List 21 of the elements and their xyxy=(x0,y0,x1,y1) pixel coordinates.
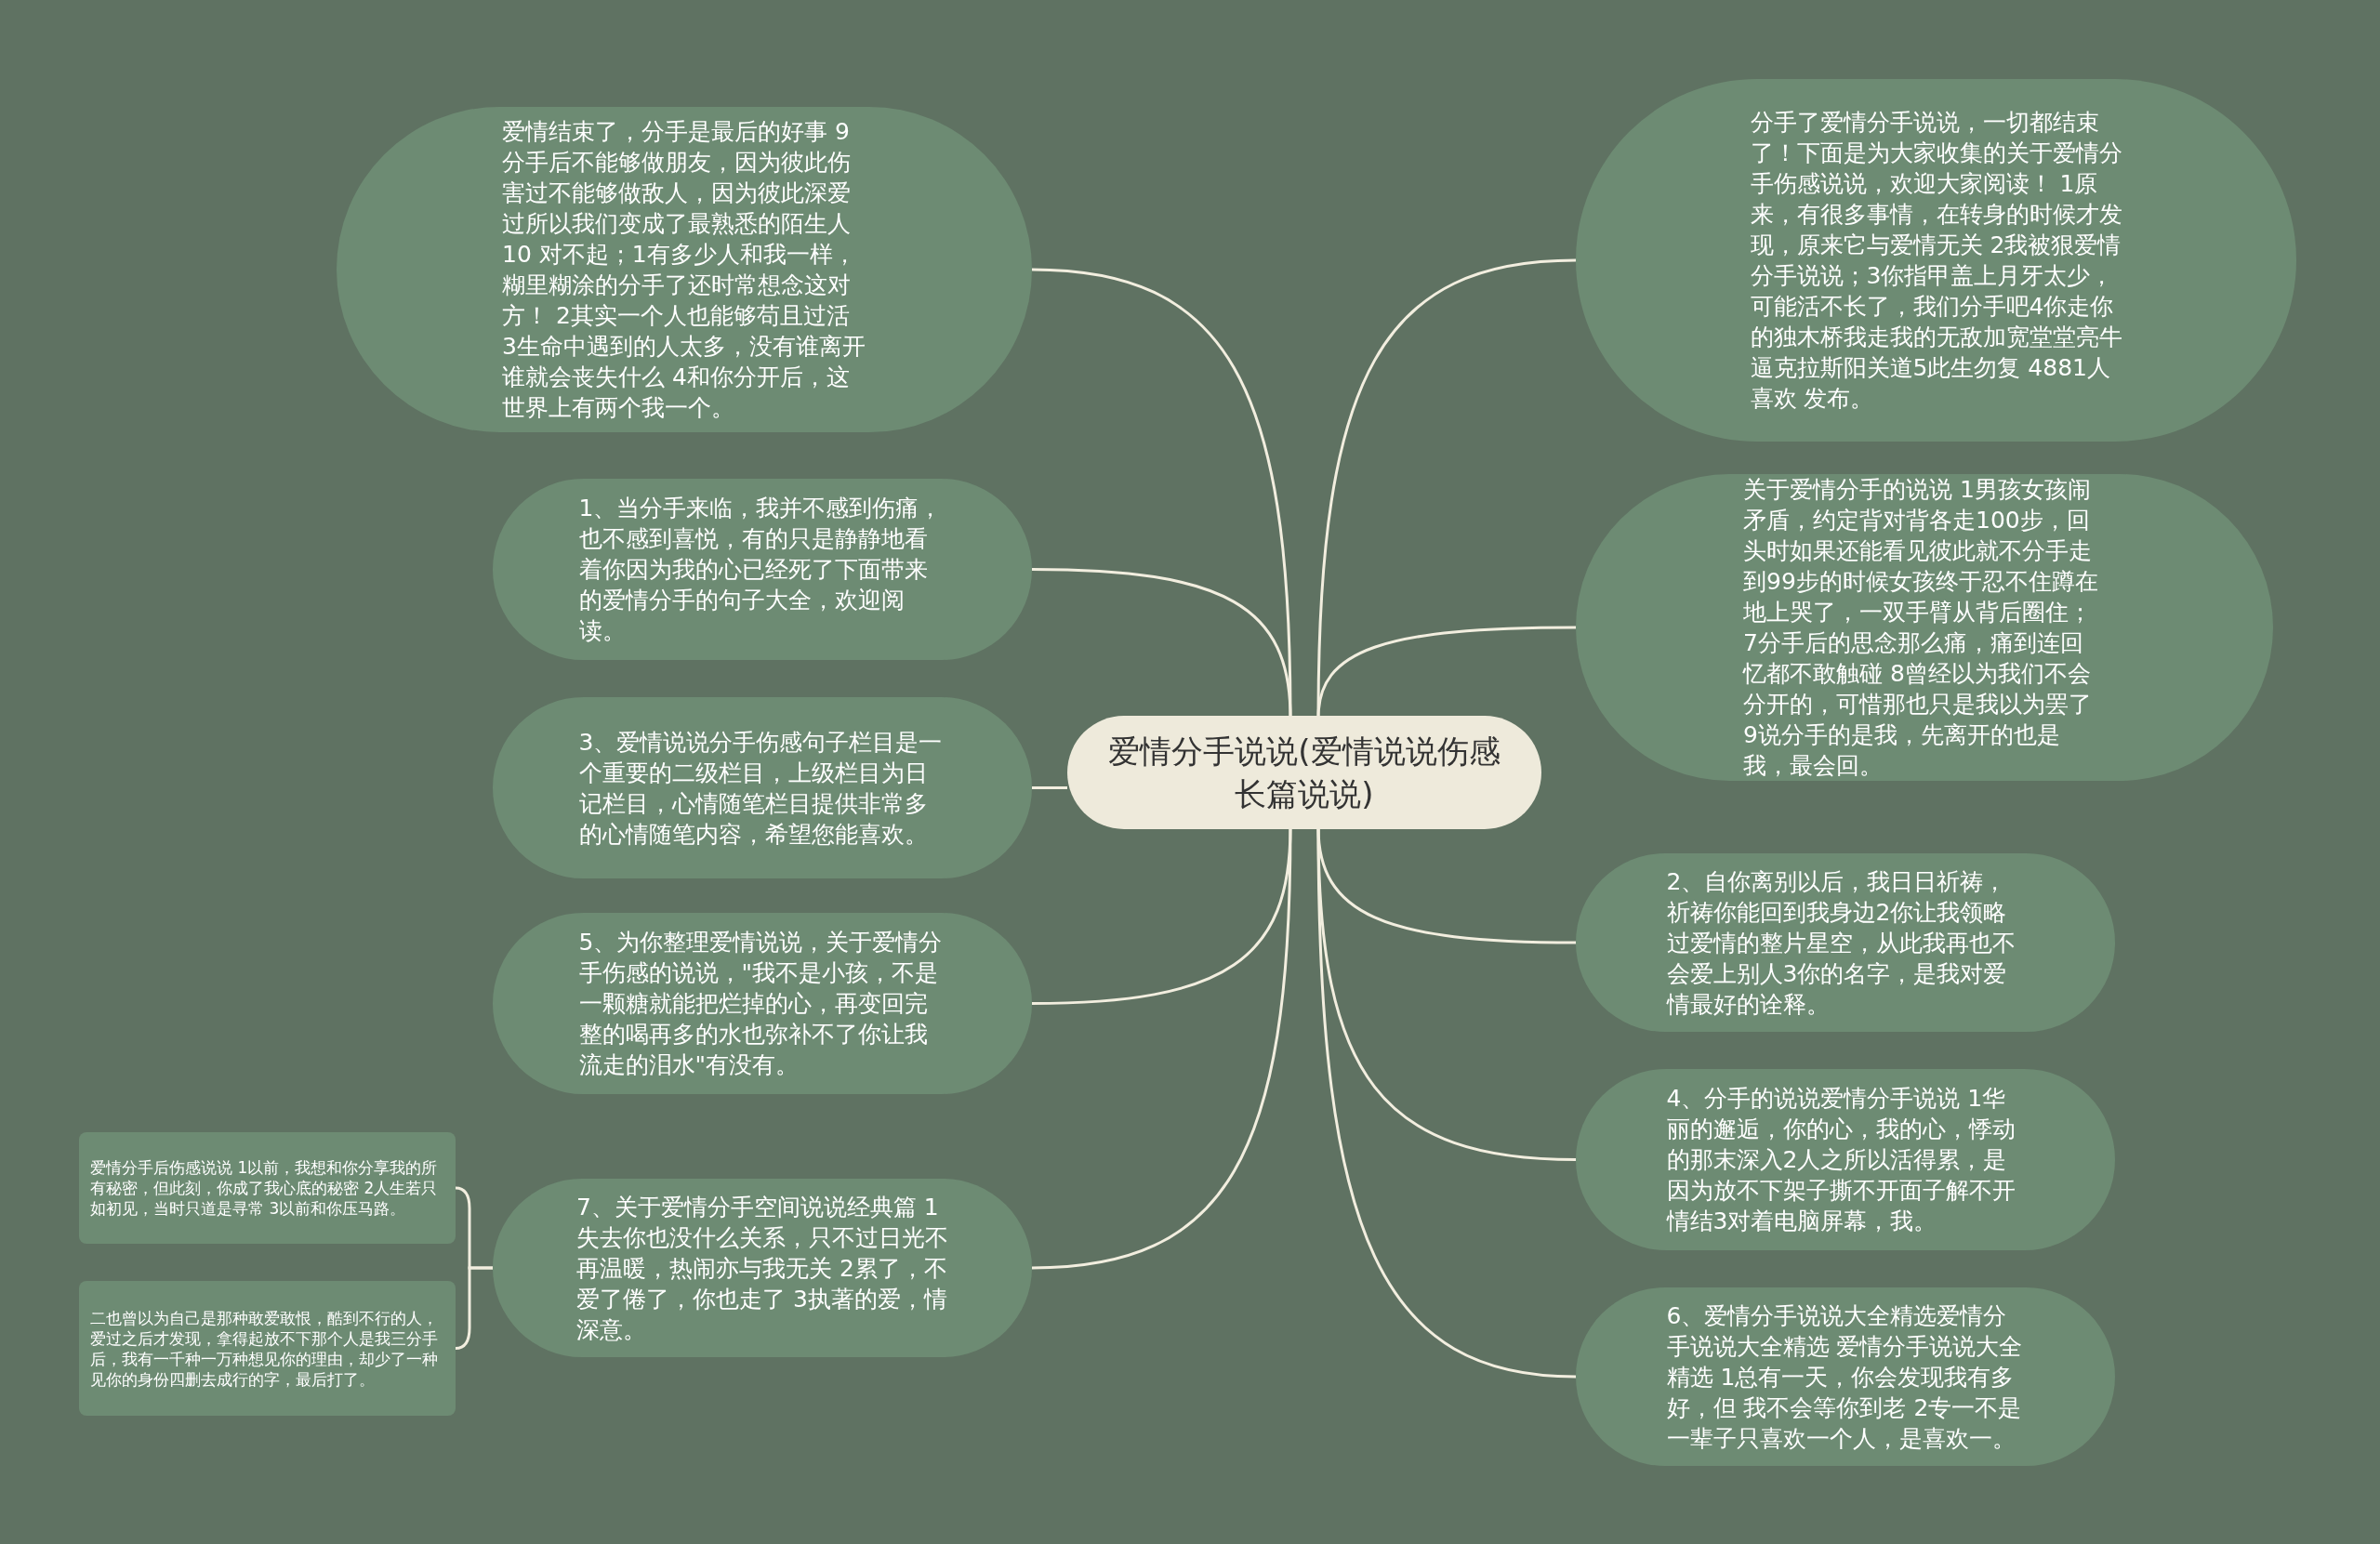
connector-line xyxy=(1032,786,1067,789)
topic-text: 6、爱情分手说说大全精选爱情分手说说大全精选 爱情分手说说大全精选 1总有一天，你会发现我有多好，但 我不会等你到老 2专一不是一辈子只喜欢一个人，是喜欢一。 xyxy=(1666,1300,2024,1454)
topic-text: 爱情结束了，分手是最后的好事 9分手后不能够做朋友，因为彼此伤害过不能够做敌人，因为彼此深爱过所以我们变成了最熟悉的陌生人 10 对不起；1有多少人和我一样，糊里糊涂的分手了还时常想念这对方！ 2其实一个人也能够苟且过活 3生命中遇到的人太多，没有谁离开谁就会丧失什么 4和你分开后，这世界上有两个我一个。 xyxy=(502,117,866,423)
connector-line xyxy=(1316,626,1576,719)
subtopic-card xyxy=(79,1132,456,1244)
connector-line xyxy=(1316,826,1577,1379)
topic-text: 3、爱情说说分手伤感句子栏目是一个重要的二级栏目，上级栏目为日记栏目，心情随笔栏目提供非常多的心情随笔内容，希望您能喜欢。 xyxy=(578,727,944,850)
topic-text: 二也曾以为自己是那种敢爱敢恨，酷到不行的人，爱过之后才发现，拿得起放不下那个人是我三分手后，我有一千种一万种想见你的理由，却少了一种见你的身份四删去成行的字，最后打了。 xyxy=(90,1307,439,1390)
topic-text: 1、当分手来临，我并不感到伤痛，也不感到喜悦，有的只是静静地看着你因为我的心已经死了下面带来的爱情分手的句子大全，欢迎阅读。 xyxy=(578,494,944,646)
topic-text: 关于爱情分手的说说 1男孩女孩闹矛盾，约定背对背各走100步，回头时如果还能看见彼此就不分手走到99步的时候女孩终于忍不住蹲在地上哭了，一双手臂从背后圈住；7分手后的思念那么痛，痛到连回忆都不敢触碰 8曾经以为我们不会分开的，可惜那也只是我以为罢了 9说分手的是我，先离开的也是我，最会回。 xyxy=(1743,475,2099,781)
topic-text: 分手了爱情分手说说，一切都结束了！下面是为大家收集的关于爱情分手伤感说说，欢迎大家阅读！ 1原来，有很多事情，在转身的时候才发现，原来它与爱情无关 2我被狠爱情分手说说；3你指甲盖上月牙太少，可能活不长了，我们分手吧4你走你的独木桥我走我的无敌加宽堂堂亮牛逼克拉斯阳关道5此生勿复 4881人喜欢 发布。 xyxy=(1750,108,2122,414)
topic-text: 爱情分手后伤感说说 1以前，我想和你分享我的所有秘密，但此刻，你成了我心底的秘密 2人生若只如初见，当时只道是寻常 3以前和你压马路。 xyxy=(90,1157,439,1219)
topic-text: 5、为你整理爱情说说，关于爱情分手伤感的说说，"我不是小孩，不是一颗糖就能把烂掉的心，再变回完整的喝再多的水也弥补不了你让我流走的泪水"有没有。 xyxy=(578,928,944,1080)
topic-text: 2、自你离别以后，我日日祈祷，祈祷你能回到我身边2你让我领略过爱情的整片星空，从此我再也不会爱上别人3你的名字，是我对爱情最好的诠释。 xyxy=(1666,866,2016,1020)
connector-line xyxy=(1031,568,1292,719)
connector-line xyxy=(455,1266,493,1350)
subtopic-card xyxy=(79,1281,456,1416)
topic-text: 4、分手的说说爱情分手说说 1华丽的邂逅，你的心，我的心，悸动的那末深入2人之所以活得累，是因为放不下架子撕不开面子解不开情结3对着电脑屏幕，我。 xyxy=(1666,1084,2016,1236)
connector-line xyxy=(1031,826,1292,1270)
topic-text: 7、关于爱情分手空间说说经典篇 1失去你也没什么关系，只不过日光不再温暖，热闹亦与我无关 2累了，不爱了倦了，你也走了 3执著的爱，情深意。 xyxy=(576,1192,948,1345)
central-topic-text: 爱情分手说说(爱情说说伤感长篇说说) xyxy=(1107,732,1501,814)
